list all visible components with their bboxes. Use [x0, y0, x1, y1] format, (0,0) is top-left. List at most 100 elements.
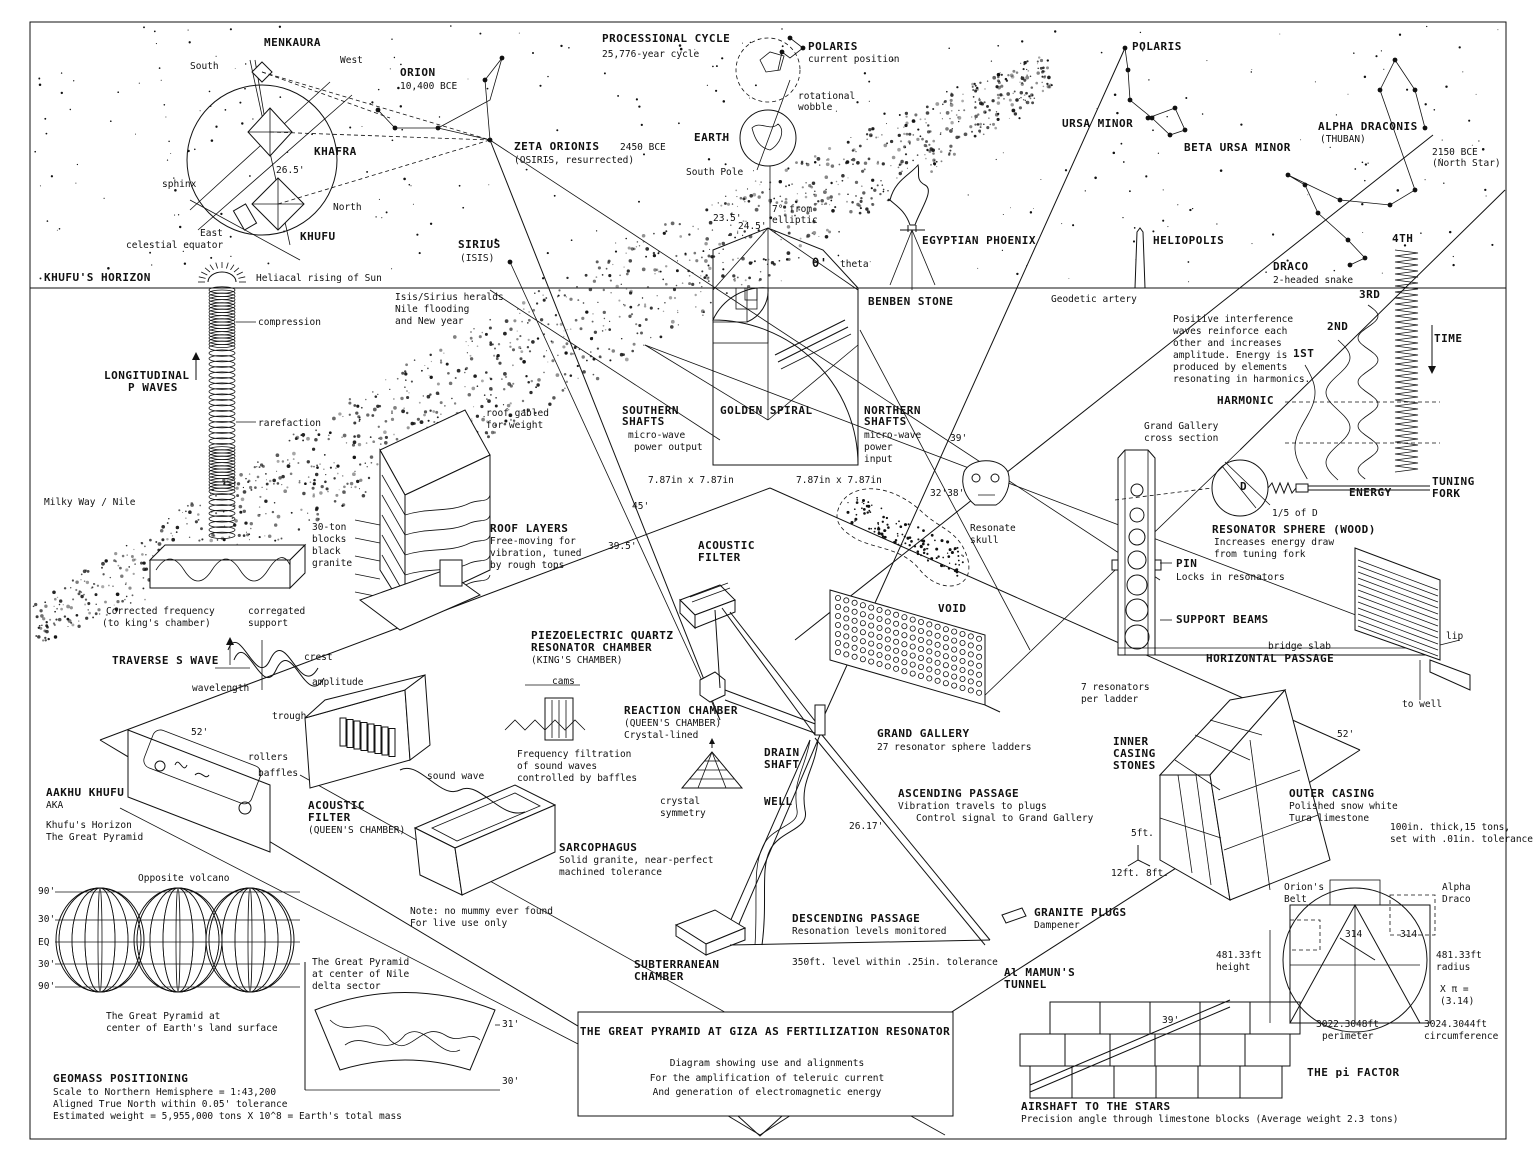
lat-30s: 30': [38, 959, 55, 970]
resonator-line1: Increases energy draw: [1214, 537, 1334, 548]
angle-395: 39.5': [608, 541, 637, 552]
acoustic-filter-box: [304, 674, 431, 789]
roof-gabled-line1: roof gabled: [486, 408, 549, 419]
north-star-label: (North Star): [1432, 158, 1501, 169]
northern-line3: micro-wave: [864, 430, 921, 441]
corrected-line2: (to king's chamber): [102, 618, 211, 629]
granite-plugs-label: GRANITE PLUGS: [1034, 906, 1127, 919]
heliacal-label: Heliacal rising of Sun: [256, 273, 382, 284]
positive-line2: waves reinforce each: [1173, 326, 1287, 337]
crystal-line1: crystal: [660, 796, 700, 807]
draco-sub: 2-headed snake: [1273, 275, 1353, 286]
frame-border: [29, 21, 1507, 1140]
lat-30: 30': [502, 1076, 519, 1087]
alpha-line2: Draco: [1442, 894, 1471, 905]
khufu-label: KHUFU: [300, 230, 336, 243]
airshaft-blocks: [1019, 999, 1301, 1099]
pin-label: PIN: [1176, 557, 1197, 570]
polaris-label: POLARIS: [1132, 40, 1182, 53]
northern-line1: NORTHERN: [864, 404, 921, 417]
roof-layers-line1: Free-moving for: [490, 536, 576, 547]
crystal-symmetry-figure: [680, 738, 744, 789]
sirius-label: SIRIUS: [458, 238, 501, 251]
d-label: D: [1240, 480, 1247, 493]
earth-label: EARTH: [694, 131, 730, 144]
freq-line3: controlled by baffles: [517, 773, 637, 784]
southern-line3: micro-wave: [628, 430, 685, 441]
draco-label: DRACO: [1273, 260, 1309, 273]
title-text: THE GREAT PYRAMID AT GIZA AS FERTILIZATI…: [580, 1025, 950, 1038]
lip-label: lip: [1446, 631, 1463, 642]
golden-spiral-figure: [644, 227, 859, 466]
almamun-line2: TUNNEL: [1004, 978, 1047, 991]
angle-245: 24.5': [738, 221, 767, 232]
acoustic-center-line2: FILTER: [698, 551, 741, 564]
rotational-label: rotational: [798, 91, 855, 102]
angle-3238: 32'38': [930, 488, 964, 499]
zeta-label: ZETA ORIONIS: [514, 140, 599, 153]
wobble-label: wobble: [798, 102, 833, 113]
descending-sub: Resonation levels monitored: [792, 926, 946, 937]
longitudinal-line2: P WAVES: [128, 381, 178, 394]
labels: KHUFU'S HORIZON Heliacal rising of Sun M…: [38, 32, 1533, 1125]
second-label: 2ND: [1327, 320, 1348, 333]
southern-line2: SHAFTS: [622, 415, 665, 428]
fourth-harmonic-spring: [1394, 249, 1419, 473]
drain-line1: DRAIN: [764, 746, 800, 759]
orions-line2: Belt: [1284, 894, 1307, 905]
kings-chamber-stack: [354, 409, 491, 631]
acoustic-filter-left-line3: (QUEEN'S CHAMBER): [308, 825, 405, 836]
zeta-date: 2450 BCE: [620, 142, 666, 153]
note-line1: Note: no mummy ever found: [410, 906, 553, 917]
title-line3: And generation of electromagnetic energy: [653, 1087, 882, 1098]
sarcophagus-line2: machined tolerance: [559, 867, 662, 878]
sphinx-label: sphinx: [162, 179, 197, 190]
harmonic-label: HARMONIC: [1217, 394, 1274, 407]
height-line2: height: [1216, 962, 1250, 973]
thuban-label: (THUBAN): [1320, 134, 1366, 145]
positive-line6: resonating in harmonics.: [1173, 374, 1310, 385]
dim-8ft: 8ft.: [1146, 868, 1169, 879]
blocks-line4: granite: [312, 558, 352, 569]
n314-a: 314: [1345, 929, 1362, 940]
roof-gabled-line2: for weight: [486, 420, 543, 431]
south-label: South: [190, 61, 219, 72]
resonator-line2: from tuning fork: [1214, 549, 1306, 560]
corregated-line1: corregated: [248, 606, 305, 617]
to-well-label: to well: [1402, 699, 1442, 710]
resonator-sphere: [1114, 459, 1430, 517]
angle-2617: 26.17': [849, 821, 883, 832]
lat-30n: 30': [38, 914, 55, 925]
piezo-line2: RESONATOR CHAMBER: [531, 641, 652, 654]
outer-line3: 100in. thick,15 tons,: [1390, 822, 1510, 833]
reaction-chamber-group: [674, 582, 1027, 956]
west-label: West: [340, 55, 363, 66]
constellation-stars: [375, 35, 1428, 268]
angle-39: 39': [950, 433, 967, 444]
horizontal-label: HORIZONTAL PASSAGE: [1206, 652, 1334, 665]
rollers-label: rollers: [248, 752, 288, 763]
southern-line1: SOUTHERN: [622, 404, 679, 417]
title-box: [577, 1011, 954, 1117]
orion-label: ORION: [400, 66, 436, 79]
khafra-label: KHAFRA: [314, 145, 357, 158]
wavelength-label: wavelength: [192, 683, 249, 694]
outer-label: OUTER CASING: [1289, 787, 1374, 800]
level-label: 350ft. level within .25in. tolerance: [792, 957, 998, 968]
alpha-draconis-label: ALPHA DRACONIS: [1318, 120, 1418, 133]
rarefaction-label: rarefaction: [258, 418, 321, 429]
opposite-label: Opposite volcano: [138, 873, 230, 884]
roof-layers-label: ROOF LAYERS: [490, 522, 568, 535]
angle-45: 45': [632, 501, 649, 512]
giza-plateau-figure: [186, 59, 491, 261]
subterranean-line1: SUBTERRANEAN: [634, 958, 719, 971]
positive-line5: produced by elements: [1173, 362, 1287, 373]
support-label: SUPPORT BEAMS: [1176, 613, 1269, 626]
geo-line3: Estimated weight = 5,955,000 tons X 10^8…: [53, 1111, 402, 1122]
descending-label: DESCENDING PASSAGE: [792, 912, 920, 925]
reaction-label: REACTION CHAMBER: [624, 704, 738, 717]
void-label: VOID: [938, 602, 967, 615]
gallery-cs-line1: Grand Gallery: [1144, 421, 1219, 432]
benben-stand: [889, 163, 936, 290]
first-label: 1ST: [1293, 347, 1314, 360]
